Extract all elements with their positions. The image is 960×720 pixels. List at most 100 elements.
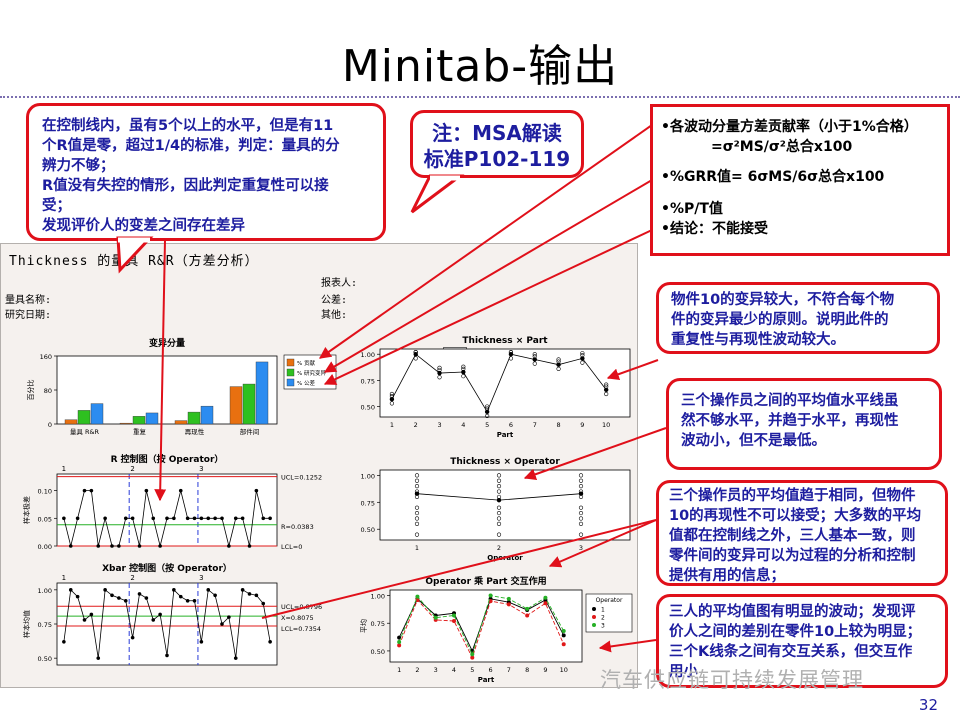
data-point (137, 544, 142, 548)
data-point (158, 612, 162, 617)
formula-line: •%GRR值= 6σMS/6σ总合x100 (661, 169, 885, 185)
group-label: 3 (199, 574, 203, 582)
series-point (397, 640, 402, 645)
data-point (62, 516, 66, 521)
pointer-arrow (606, 359, 659, 380)
pointer-arrow (548, 519, 657, 568)
x-tick-label: 1 (397, 666, 401, 674)
x-tick-label: 2 (414, 421, 418, 429)
data-point (199, 639, 204, 644)
bar (174, 420, 188, 425)
mean-point (484, 409, 490, 414)
series-point (488, 593, 493, 598)
observation-point (496, 532, 502, 537)
y-tick-label: 0.50 (38, 655, 52, 663)
formula-line: =σ²MS/σ²总合x100 (711, 139, 853, 155)
chart-title: Thickness × Operator (450, 457, 560, 467)
observation-point (485, 413, 490, 419)
observation-point (578, 521, 584, 526)
callout-line: 辨力不够； (42, 158, 115, 174)
page-number: 32 (918, 696, 938, 714)
plot-area (56, 473, 278, 547)
group-label: 2 (130, 465, 134, 473)
observation-point (437, 365, 442, 370)
study-date-label: 研究日期: (5, 310, 52, 321)
observation-point (578, 510, 584, 516)
x-tick-label: 6 (509, 421, 513, 429)
data-point (206, 588, 211, 592)
y-tick-label: 0.05 (38, 515, 52, 523)
mean-point (496, 497, 502, 503)
observation-point (604, 382, 609, 387)
legend-marker (592, 623, 596, 627)
legend-title: Operator (596, 597, 623, 604)
x-tick-label: 9 (543, 666, 547, 674)
mean-point (603, 387, 609, 392)
legend-label: 2 (601, 615, 605, 622)
pointer-arrow (261, 519, 657, 619)
observation-point (580, 360, 585, 365)
y-tick-label: 0.00 (38, 543, 52, 551)
mean-point (437, 370, 442, 376)
observation-point (389, 391, 395, 397)
observation-point (437, 375, 442, 380)
data-point (247, 544, 252, 548)
data-point (123, 516, 128, 521)
observation-point (496, 521, 502, 526)
observation-point (496, 516, 502, 521)
data-point (144, 596, 149, 600)
bar (77, 410, 91, 425)
plot-area (379, 469, 631, 541)
callout-line: 用小 (669, 664, 698, 680)
observation-point (496, 478, 502, 483)
gauge-name-label: 量具名称: (5, 295, 52, 306)
legend-label: % 研究变异 (297, 369, 326, 377)
mean-point (556, 362, 561, 367)
formula-line: •各波动分量方差贡献率（小于1%合格） (661, 119, 918, 135)
data-point (130, 516, 135, 521)
y-axis-label: 样本均值 (22, 610, 31, 638)
group-label: 1 (62, 574, 66, 582)
legend-swatch (286, 378, 295, 387)
data-point (199, 516, 204, 521)
series-point (525, 613, 530, 618)
observation-point (414, 473, 420, 478)
observation-point (578, 516, 584, 521)
series-point (561, 642, 566, 647)
callout-note: 注：MSA解读 标准P102-119 (410, 110, 584, 178)
data-point (178, 488, 183, 493)
data-point (117, 596, 121, 600)
x-tick-label: 3 (579, 544, 583, 552)
observation-point (461, 374, 466, 379)
callout-line: 三人的平均值图有明显的波动；发现评 (669, 604, 916, 620)
x-tick-label: 3 (437, 421, 441, 429)
callout-operators-same: 三个操作员的平均值趋于相同，但物件 10的再现性不可以接受；大多数的平均 值都在… (656, 480, 948, 586)
data-point (103, 516, 107, 521)
callout-line: 价人之间的差别在零件10上较为明显； (669, 624, 922, 640)
y-tick-label: 0.50 (361, 404, 375, 412)
formula-box: •各波动分量方差贡献率（小于1%合格） =σ²MS/σ²总合x100 •%GRR… (650, 104, 950, 256)
observation-point (414, 516, 420, 521)
data-point (110, 593, 114, 598)
series-line (398, 599, 565, 659)
data-point (89, 488, 94, 493)
series-point (433, 615, 438, 620)
data-point (261, 516, 266, 521)
x-tick-label: 5 (470, 666, 474, 674)
y-tick-label: 0.50 (361, 526, 375, 534)
data-point (151, 516, 156, 521)
observation-point (496, 489, 502, 494)
note-line: 注：MSA解读 (432, 121, 562, 145)
observation-point (496, 510, 502, 516)
data-point (68, 544, 73, 548)
observation-point (389, 401, 395, 406)
callout-line: R值没有失控的情形，因此判定重复性可以接 (42, 178, 329, 194)
callout-line: 受； (42, 198, 71, 214)
mean-point (578, 491, 584, 496)
x-tick-label: 4 (461, 421, 465, 429)
lcl-label: LCL=0.7354 (281, 625, 321, 633)
pointer-arrow (523, 427, 667, 481)
note-tail (410, 174, 465, 214)
data-point (220, 516, 224, 521)
x-tick-label: 2 (497, 544, 501, 552)
